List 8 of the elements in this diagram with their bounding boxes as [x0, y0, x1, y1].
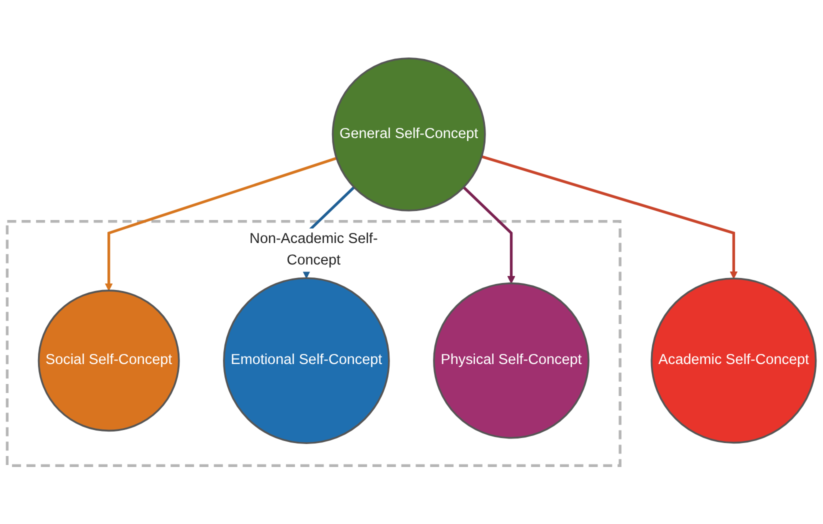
arrow: [481, 155, 738, 279]
node-circle: Emotional Self-Concept: [223, 277, 390, 444]
arrow: [462, 186, 516, 284]
arrow: [104, 156, 337, 291]
node-circle: Social Self-Concept: [38, 290, 180, 432]
node-circle: General Self-Concept: [332, 57, 486, 212]
node-circle: Academic Self-Concept: [650, 278, 817, 444]
node-circle: Physical Self-Concept: [433, 282, 590, 439]
